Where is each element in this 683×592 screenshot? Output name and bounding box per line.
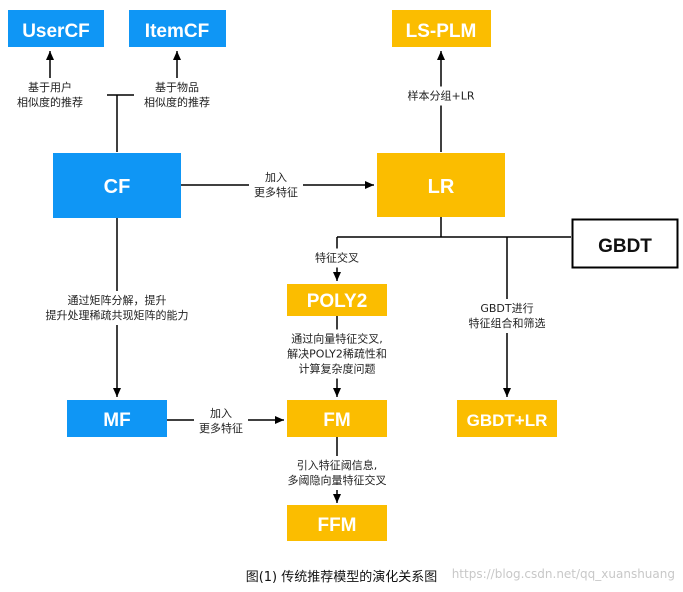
- edge-label-line: 特征组合和筛选: [469, 316, 546, 330]
- node-usercf-label: UserCF: [22, 21, 90, 42]
- node-fm-label: FM: [323, 410, 350, 431]
- node-fm: FM: [287, 400, 387, 437]
- edge-label-line: 提升处理稀疏共现矩阵的能力: [46, 308, 189, 322]
- edge-label-line: 特征交叉: [315, 251, 359, 265]
- node-ffm: FFM: [287, 505, 387, 541]
- edge-label-line: 加入: [210, 407, 232, 420]
- edge-label-bg: [138, 78, 216, 112]
- node-usercf: UserCF: [8, 10, 104, 47]
- node-itemcf-label: ItemCF: [145, 21, 209, 42]
- edge-label-feature-cross: 特征交叉: [310, 248, 364, 268]
- node-lr: LR: [377, 153, 505, 217]
- watermark: https://blog.csdn.net/qq_xuanshuang: [451, 567, 675, 581]
- node-gbdtlr-label: GBDT+LR: [467, 411, 548, 430]
- edge-label-line: 更多特征: [199, 421, 243, 435]
- node-itemcf: ItemCF: [129, 10, 226, 47]
- edge-label-line: 基于用户: [28, 80, 72, 94]
- edge-label-line: 通过矩阵分解，提升: [68, 293, 167, 307]
- node-ffm-label: FFM: [317, 515, 356, 536]
- edge-label-bg: [11, 78, 89, 112]
- edge-label-line: 加入: [265, 171, 287, 184]
- edge-label-bg: [402, 86, 480, 106]
- figure-caption: 图(1) 传统推荐模型的演化关系图: [245, 570, 438, 585]
- node-lr-label: LR: [428, 176, 455, 198]
- edge-label-sample-group: 样本分组+LR: [402, 86, 480, 106]
- edge-label-bg: [39, 291, 195, 325]
- edge-label-bg: [249, 168, 303, 202]
- edge-label-line: 引入特征阈信息,: [297, 458, 378, 472]
- edge-label-line: 多阈隐向量特征交叉: [288, 473, 387, 487]
- node-cf: CF: [53, 153, 181, 218]
- node-cf-label: CF: [104, 176, 131, 198]
- edge-label-line: 通过向量特征交叉,: [291, 332, 383, 346]
- edge-label-line: 计算复杂度问题: [299, 362, 376, 376]
- node-gbdt-label: GBDT: [598, 236, 652, 257]
- edge-label-line: 相似度的推荐: [17, 95, 83, 109]
- edge-label-line: GBDT进行: [480, 302, 533, 315]
- edge-labels: 基于用户相似度的推荐基于物品相似度的推荐样本分组+LR加入更多特征特征交叉通过矩…: [11, 78, 552, 490]
- node-poly2-label: POLY2: [307, 291, 368, 312]
- node-lsplm: LS-PLM: [392, 10, 491, 47]
- node-poly2: POLY2: [287, 284, 387, 316]
- edge-label-line: 基于物品: [155, 80, 199, 94]
- edge-label-line: 更多特征: [254, 185, 298, 199]
- edge-label-line: 解决POLY2稀疏性和: [287, 347, 387, 361]
- edge-label-bg: [462, 299, 552, 333]
- edge-label-fm-to-ffm: 引入特征阈信息,多阈隐向量特征交叉: [281, 456, 393, 490]
- edge-label-bg: [281, 456, 393, 490]
- edge-label-bg: [310, 248, 364, 268]
- node-lsplm-label: LS-PLM: [406, 21, 477, 42]
- edge-label-line: 相似度的推荐: [144, 95, 210, 109]
- edge-label-bg: [281, 329, 393, 379]
- node-mf-label: MF: [103, 410, 130, 431]
- node-mf: MF: [67, 400, 167, 437]
- node-gbdt: GBDT: [571, 218, 679, 269]
- node-gbdtlr: GBDT+LR: [457, 400, 557, 437]
- edge-label-line: 样本分组+LR: [408, 89, 475, 103]
- edge-label-bg: [194, 404, 248, 438]
